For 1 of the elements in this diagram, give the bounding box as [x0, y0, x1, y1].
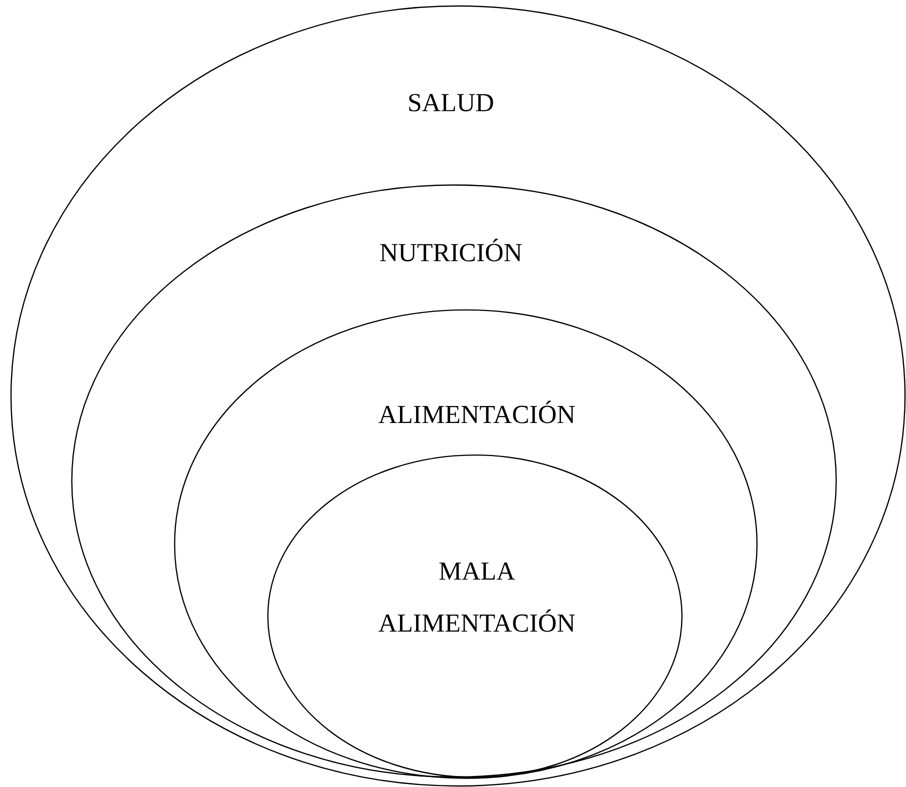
ellipse-region: MALA ALIMENTACIÓN: [267, 454, 683, 778]
